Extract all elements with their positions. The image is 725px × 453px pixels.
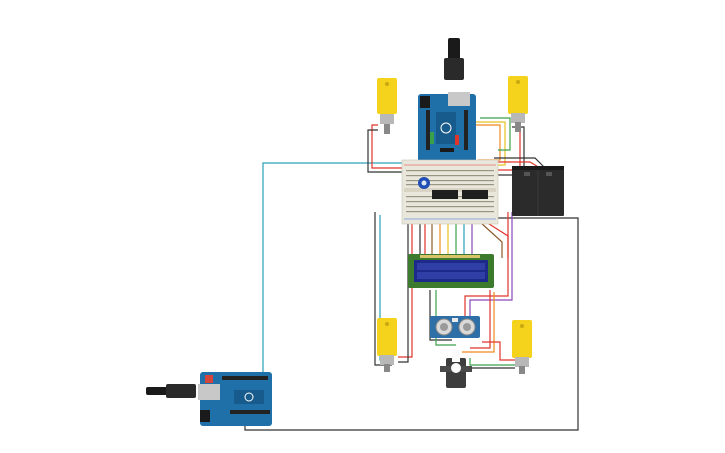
wire-cyan-long[interactable] xyxy=(262,162,415,375)
wire-motor-tl-red[interactable] xyxy=(371,124,405,169)
motor-bottom-right[interactable] xyxy=(512,320,532,374)
motor-driver-right[interactable] xyxy=(462,190,488,199)
wire-motor-br-red[interactable] xyxy=(482,341,515,361)
potentiometer[interactable] xyxy=(418,177,430,189)
motor-driver-left[interactable] xyxy=(432,190,458,199)
wire-motor-bl-red[interactable] xyxy=(398,222,413,358)
motor-bottom-left[interactable] xyxy=(377,318,397,372)
motor-top-left[interactable] xyxy=(377,78,397,134)
wire-motor-tl-black[interactable] xyxy=(367,129,405,173)
lcd-display[interactable] xyxy=(408,254,494,288)
wire-motor-br-green[interactable] xyxy=(469,358,515,366)
wire-motor-bl-black[interactable] xyxy=(398,222,409,363)
servo-motor[interactable] xyxy=(440,350,472,388)
arduino-top[interactable] xyxy=(418,38,476,166)
wire-battery-black[interactable] xyxy=(494,157,546,169)
arduino-bottom[interactable] xyxy=(146,372,272,426)
motor-top-right[interactable] xyxy=(508,76,528,132)
ultrasonic-sensor[interactable] xyxy=(430,316,480,338)
battery-pack[interactable] xyxy=(512,166,564,216)
